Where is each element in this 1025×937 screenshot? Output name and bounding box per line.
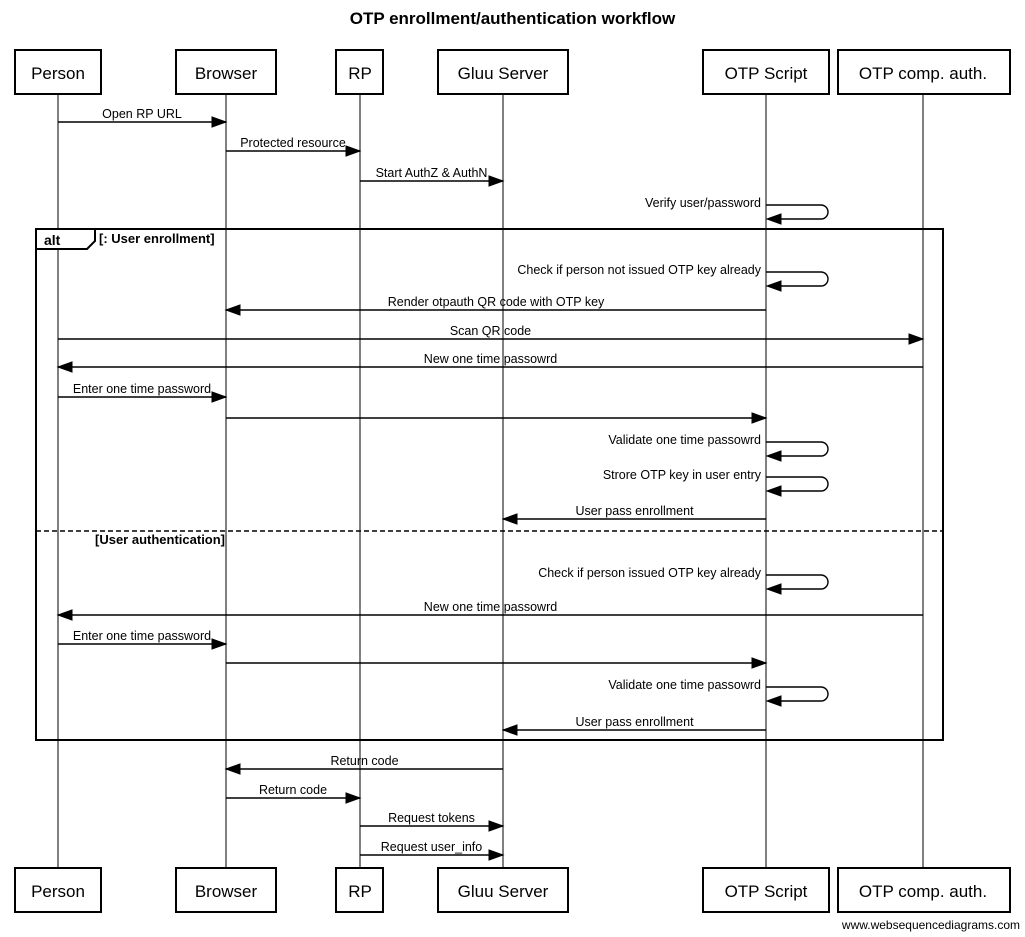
alt-frame [35, 228, 944, 741]
message-label: Return code [259, 783, 327, 797]
arrowhead [345, 792, 362, 804]
arrowhead [501, 513, 518, 525]
message-label: Request user_info [381, 840, 483, 854]
message-label: New one time passowrd [424, 352, 557, 366]
diagram-title: OTP enrollment/authentication workflow [349, 9, 676, 28]
arrowhead [765, 695, 782, 707]
actor-label-top-person: Person [31, 64, 85, 83]
message-label: Protected resource [240, 136, 346, 150]
actor-label-top-gluu: Gluu Server [458, 64, 549, 83]
self-message-arc [766, 441, 829, 457]
watermark-text: www.websequencediagrams.com [841, 918, 1020, 932]
message-label: Check if person issued OTP key already [538, 566, 762, 580]
actor-label-top-browser: Browser [195, 64, 258, 83]
message-label: Check if person not issued OTP key alrea… [517, 263, 761, 277]
arrowhead [765, 485, 782, 497]
message-label: Enter one time password [73, 629, 211, 643]
message-label: Scan QR code [450, 324, 531, 338]
actor-label-bottom-rp: RP [348, 882, 372, 901]
arrowhead [211, 116, 228, 128]
arrowhead [488, 175, 505, 187]
message-label: User pass enrollment [575, 504, 694, 518]
message-label: Open RP URL [102, 107, 182, 121]
alt-condition-1: [: User enrollment] [99, 231, 215, 246]
arrowhead [211, 391, 228, 403]
arrowhead [224, 304, 241, 316]
arrowhead [765, 213, 782, 225]
arrowhead [501, 724, 518, 736]
actor-label-bottom-person: Person [31, 882, 85, 901]
arrowhead [56, 609, 73, 621]
self-message-arc [766, 476, 829, 492]
self-message-arc [766, 574, 829, 590]
message-label: Return code [330, 754, 398, 768]
arrowhead [211, 638, 228, 650]
actor-label-top-otp_script: OTP Script [725, 64, 808, 83]
actor-box-top-otp_comp [837, 49, 1011, 95]
arrowhead [765, 280, 782, 292]
arrowhead [765, 583, 782, 595]
actor-box-bottom-rp [335, 867, 384, 913]
actor-box-top-rp [335, 49, 384, 95]
arrowhead [224, 763, 241, 775]
message-label: Validate one time passowrd [608, 678, 761, 692]
actor-box-bottom-otp_comp [837, 867, 1011, 913]
arrowhead [765, 450, 782, 462]
arrowhead [345, 145, 362, 157]
actor-box-bottom-gluu [437, 867, 569, 913]
arrowhead [751, 657, 768, 669]
message-label: New one time passowrd [424, 600, 557, 614]
message-label: Strore OTP key in user entry [603, 468, 762, 482]
actor-label-bottom-otp_script: OTP Script [725, 882, 808, 901]
actor-label-bottom-browser: Browser [195, 882, 258, 901]
actor-box-top-gluu [437, 49, 569, 95]
arrowhead [908, 333, 925, 345]
self-message-arc [766, 686, 829, 702]
arrowhead [751, 412, 768, 424]
actor-box-bottom-browser [175, 867, 277, 913]
arrowhead [56, 361, 73, 373]
actor-box-top-person [14, 49, 102, 95]
alt-condition-2: [User authentication] [95, 532, 225, 547]
actor-label-bottom-gluu: Gluu Server [458, 882, 549, 901]
message-label: Render otpauth QR code with OTP key [388, 295, 605, 309]
alt-operator-label: alt [44, 232, 61, 248]
actor-box-bottom-otp_script [702, 867, 830, 913]
message-label: Request tokens [388, 811, 475, 825]
actor-box-top-otp_script [702, 49, 830, 95]
actor-box-top-browser [175, 49, 277, 95]
arrowhead [488, 820, 505, 832]
actor-label-top-rp: RP [348, 64, 372, 83]
self-message-arc [766, 204, 829, 220]
message-label: Start AuthZ & AuthN [376, 166, 488, 180]
alt-frame-tab [35, 228, 96, 250]
arrowhead [488, 849, 505, 861]
message-label: Enter one time password [73, 382, 211, 396]
actor-label-top-otp_comp: OTP comp. auth. [859, 64, 987, 83]
self-message-arc [766, 271, 829, 287]
message-label: Verify user/password [645, 196, 761, 210]
actor-box-bottom-person [14, 867, 102, 913]
message-label: Validate one time passowrd [608, 433, 761, 447]
message-label: User pass enrollment [575, 715, 694, 729]
actor-label-bottom-otp_comp: OTP comp. auth. [859, 882, 987, 901]
